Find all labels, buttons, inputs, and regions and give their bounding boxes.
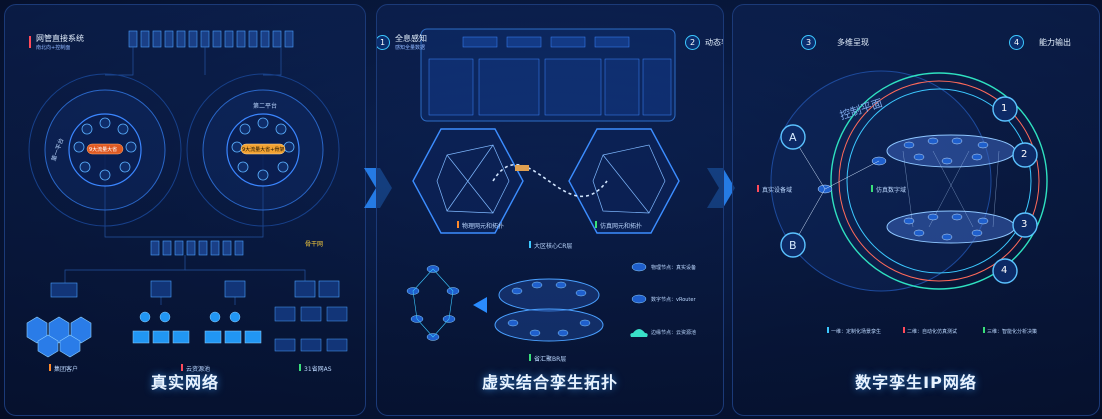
cr-layer-text: 大区核心CR层 (534, 243, 572, 250)
step-3-label: 多维呈现 (837, 37, 869, 48)
step-2-label: 动态孪生 (705, 37, 724, 48)
node-a: A (789, 131, 797, 144)
digital-twin-diagram (733, 5, 1099, 415)
br-layer-text: 省汇聚BR层 (534, 356, 566, 363)
caption-digital-twin: 数字孪生IP网络 (733, 369, 1099, 393)
legend-digital: 数字节点：vRouter (651, 296, 696, 303)
legend-physical: 物理节点：真实设备 (651, 264, 696, 271)
panel1-tag-title: 网管直接系统 (36, 33, 84, 44)
step-2-num: 2 (685, 35, 700, 50)
ring-num-3: 3 (1021, 219, 1027, 230)
hex-left-label: 物理网元和拓扑 (457, 221, 504, 230)
cr-layer-label: 大区核心CR层 (529, 241, 572, 250)
ring1-center: 9大流量大省 (89, 146, 117, 153)
real-domain-text: 真实设备域 (762, 187, 792, 194)
middle-switch-row (151, 241, 243, 255)
ring-num-2: 2 (1021, 149, 1027, 160)
step-2-tag: 2 动态孪生 (685, 35, 724, 50)
legend-edge: 边缘节点：云资源池 (651, 329, 696, 336)
ring2-label: 第二平台 (253, 101, 277, 110)
panel-virtual-real-topology: 1 全息感知 感知全量数据 2 动态孪生 物理网元和拓扑 仿真网元和拓扑 大区核… (376, 4, 724, 416)
step-1-num: 1 (376, 35, 390, 50)
red-marker (29, 36, 31, 48)
panel-real-network: 网管直接系统 南北向+控制面 第一平台 9大流量大省 第二平台 9大流量大省+骨… (4, 4, 366, 416)
caption-real-network: 真实网络 (5, 369, 365, 393)
node-b: B (789, 239, 797, 252)
legend-dimension-2: 二维：自动化仿真测试 (903, 327, 957, 335)
step-1-tag: 1 全息感知 感知全量数据 (376, 33, 427, 51)
legend-dimension-3-text: 三维：智能化分析决策 (987, 329, 1037, 335)
legend-dimension-2-text: 二维：自动化仿真测试 (907, 329, 957, 335)
ring2-center: 9大流量大省+骨架 (242, 146, 284, 153)
legend-dimension-3: 三维：智能化分析决策 (983, 327, 1037, 335)
server-stack (27, 317, 91, 357)
panel-digital-twin-ip: 3 多维呈现 4 能力输出 控制平面 A B 真实设备域 仿真数字域 1 2 3… (732, 4, 1100, 416)
step-3-tag: 3 多维呈现 (801, 35, 869, 50)
backbone-label: 骨干网 (305, 239, 323, 248)
ring-num-1: 1 (1001, 103, 1007, 114)
legend-dimension-1: 一维：定制化场景孪生 (827, 327, 881, 335)
sim-domain-label: 仿真数字域 (871, 185, 906, 194)
legend-dimension-1-text: 一维：定制化场景孪生 (831, 329, 881, 335)
step-3-num: 3 (801, 35, 816, 50)
real-network-diagram (5, 5, 365, 415)
hex-right-text: 仿真网元和拓扑 (600, 223, 642, 230)
hex-left-text: 物理网元和拓扑 (462, 223, 504, 230)
step-4-tag: 4 能力输出 (1009, 35, 1071, 50)
caption-twin-topology: 虚实结合孪生拓扑 (377, 369, 723, 393)
real-domain-label: 真实设备域 (757, 185, 792, 194)
top-switch-row (129, 31, 293, 47)
edge-routers (51, 281, 339, 297)
cloud-nodes (133, 312, 261, 343)
province-as-blocks (275, 307, 347, 351)
step-4-num: 4 (1009, 35, 1024, 50)
step-1-sub: 感知全量数据 (395, 44, 427, 51)
step-1-label: 全息感知 (395, 33, 427, 44)
sim-domain-text: 仿真数字域 (876, 187, 906, 194)
panel1-tag: 网管直接系统 南北向+控制面 (29, 33, 84, 51)
hex-right-label: 仿真网元和拓扑 (595, 221, 642, 230)
panel1-tag-sub: 南北向+控制面 (36, 44, 84, 51)
ring-num-4: 4 (1001, 265, 1007, 276)
br-layer-label: 省汇聚BR层 (529, 354, 566, 363)
step-4-label: 能力输出 (1039, 37, 1071, 48)
